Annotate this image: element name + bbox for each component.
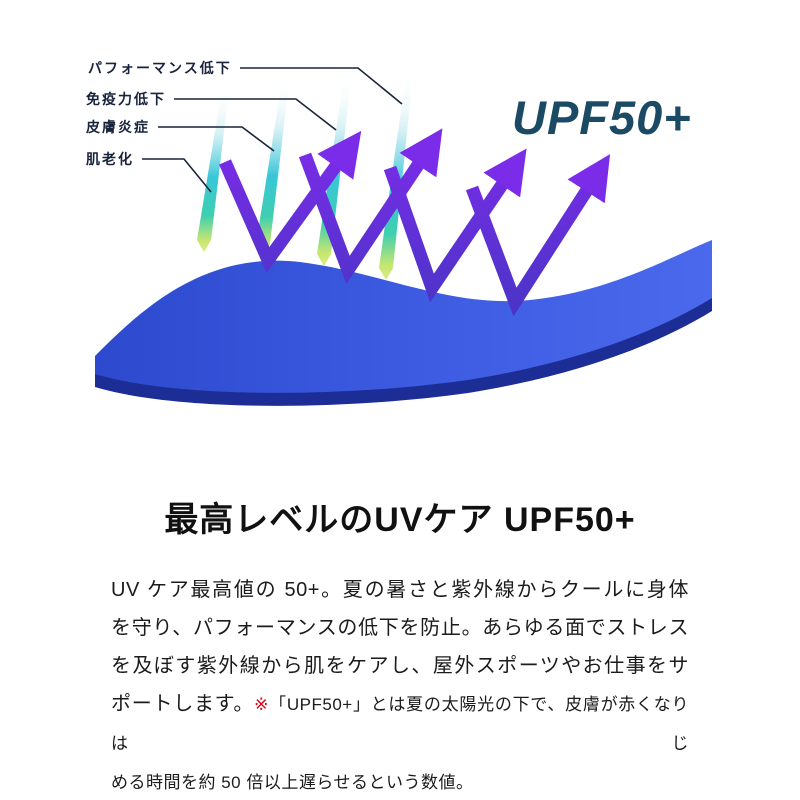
note-asterisk: ※ <box>254 695 270 714</box>
note-text-part1: 「UPF50+」とは夏の太陽光の下で、皮膚が赤くなりはじ <box>111 695 690 753</box>
uv-bounce-arrow <box>465 154 611 317</box>
description-line-with-note: ポートします。※「UPF50+」とは夏の太陽光の下で、皮膚が赤くなりはじ <box>111 685 689 763</box>
label-skin-inflammation: 皮膚炎症 <box>85 119 150 135</box>
callout-line <box>142 158 212 193</box>
callout-line <box>240 67 403 105</box>
label-skin-aging: 肌老化 <box>86 151 134 167</box>
fabric-surface <box>95 240 712 393</box>
description-line: UV ケア最高値の 50+。夏の暑さと紫外線からクールに身体 <box>111 579 689 601</box>
note-line: める時間を約 50 倍以上遅らせるという数値。 <box>111 763 689 800</box>
callout-line <box>158 126 275 152</box>
upf-rating-text: UPF50+ <box>512 91 692 144</box>
description-section: 最高レベルのUVケア UPF50+ UV ケア最高値の 50+。夏の暑さと紫外線… <box>0 492 800 800</box>
description-text: UV ケア最高値の 50+。夏の暑さと紫外線からクールに身体 を守り、パフォーマ… <box>111 571 689 800</box>
description-line: を及ぼす紫外線から肌をケアし、屋外スポーツやお仕事をサ <box>111 655 689 677</box>
uv-ray-streak <box>256 78 290 256</box>
description-line: を守り、パフォーマンスの低下を防止。あらゆる面でストレス <box>111 617 689 639</box>
label-performance-decline: パフォーマンス低下 <box>88 60 232 76</box>
uv-diagram-svg: パフォーマンス低下 免疫力低下 皮膚炎症 肌老化 UPF50+ <box>85 60 712 406</box>
callout-lines <box>142 67 403 193</box>
uv-protection-diagram: パフォーマンス低下 免疫力低下 皮膚炎症 肌老化 UPF50+ <box>85 60 712 406</box>
label-immunity-decline: 免疫力低下 <box>86 91 166 107</box>
uv-bounce-arrows <box>219 128 611 317</box>
note-text-part2: める時間を約 50 倍以上遅らせるという数値。 <box>111 773 474 792</box>
description-line-prefix: ポートします。 <box>111 693 255 715</box>
section-heading: 最高レベルのUVケア UPF50+ <box>164 501 636 539</box>
callout-line <box>174 98 337 131</box>
